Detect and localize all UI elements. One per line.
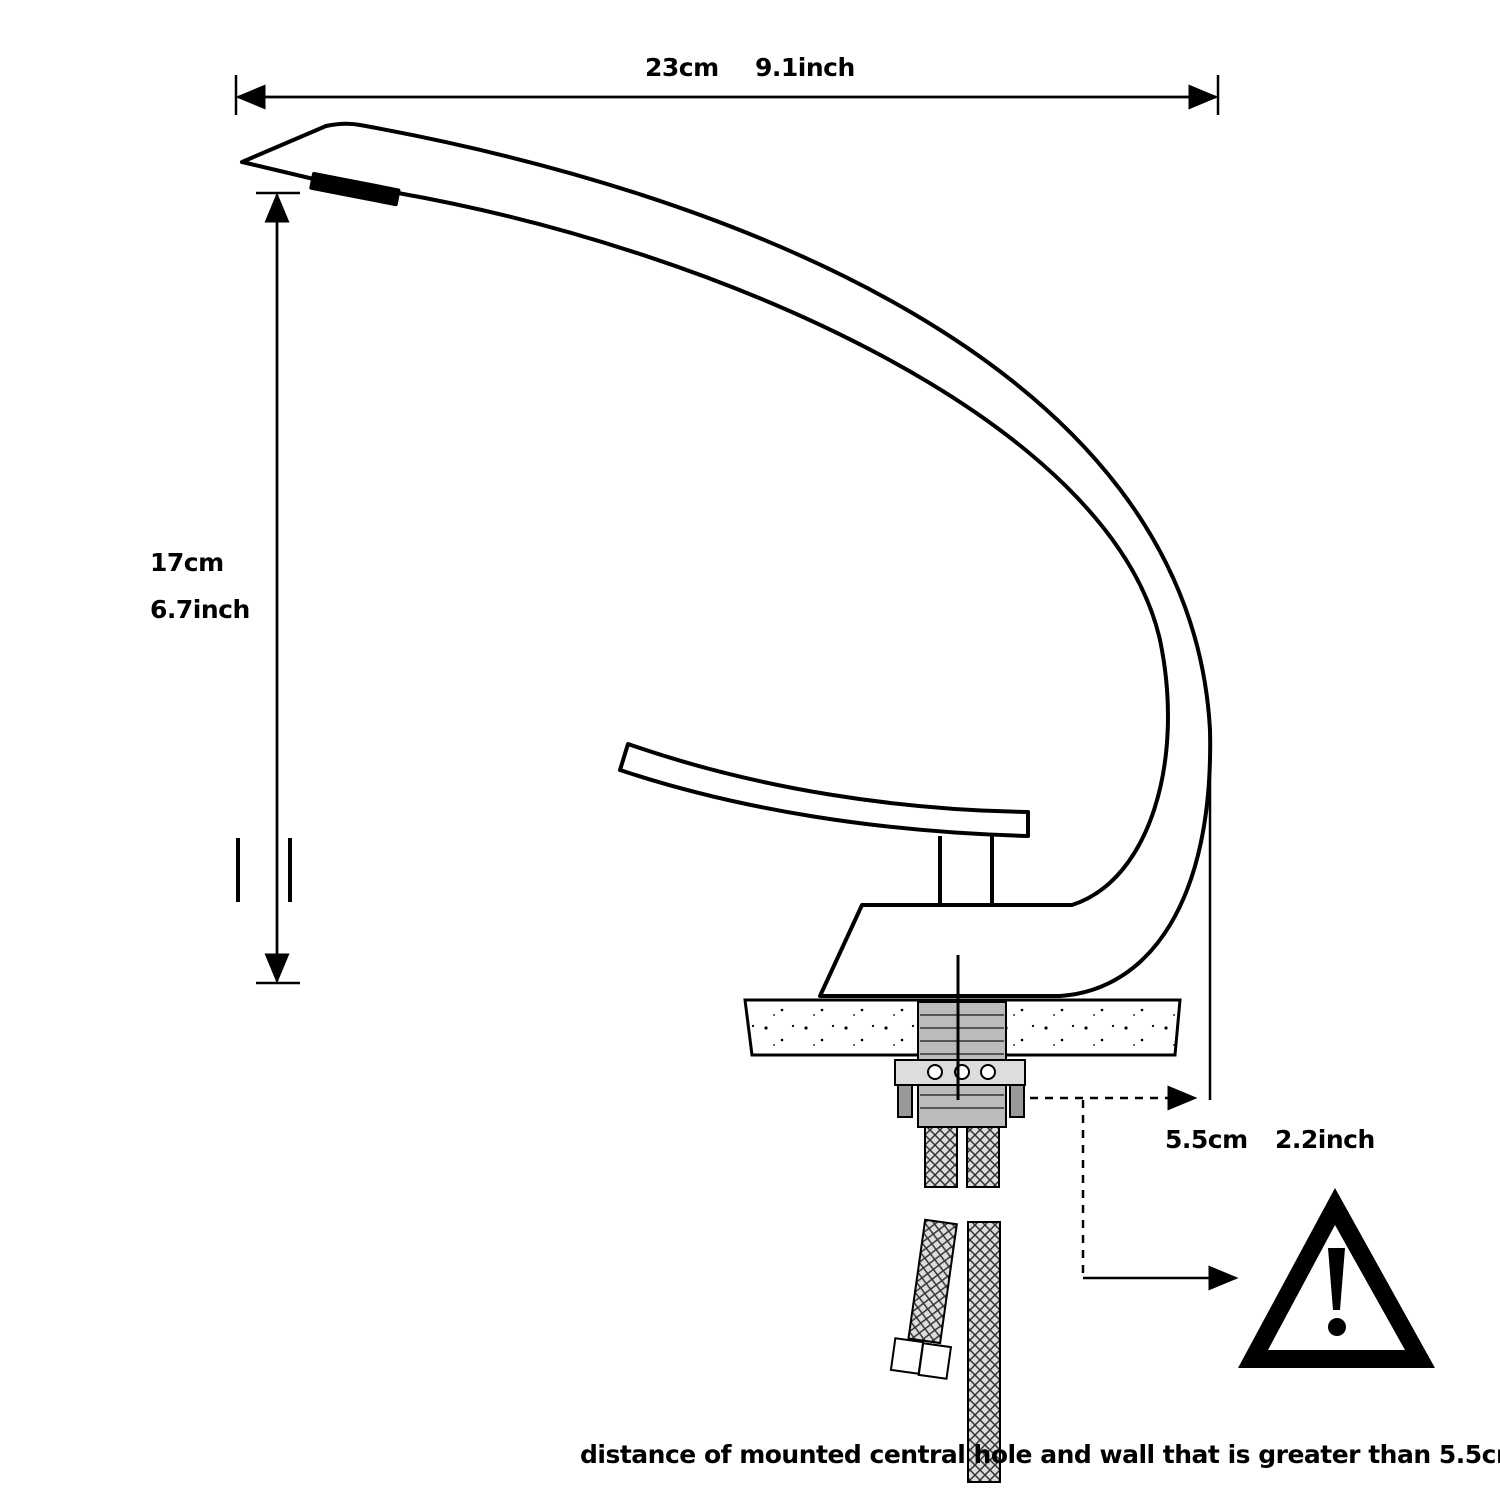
offset-cm-label: 5.5cm — [1165, 1125, 1248, 1154]
width-inch-label: 9.1inch — [755, 53, 855, 82]
warning-triangle-icon — [1238, 1188, 1435, 1368]
mounting-shank — [894, 955, 1026, 1128]
height-dimension-line — [256, 191, 300, 985]
width-dimension-line — [234, 75, 1220, 115]
faucet-spout — [240, 121, 1213, 998]
height-inch-label: 6.7inch — [150, 595, 250, 624]
handle-stem — [938, 836, 994, 903]
installation-note: distance of mounted central hole and wal… — [580, 1440, 1500, 1469]
supply-hoses — [889, 1126, 1001, 1483]
offset-inch-label: 2.2inch — [1275, 1125, 1375, 1154]
faucet-handle — [236, 742, 1030, 902]
wall-offset-indicator — [1030, 730, 1239, 1291]
width-cm-label: 23cm — [645, 53, 719, 82]
height-cm-label: 17cm — [150, 548, 224, 577]
